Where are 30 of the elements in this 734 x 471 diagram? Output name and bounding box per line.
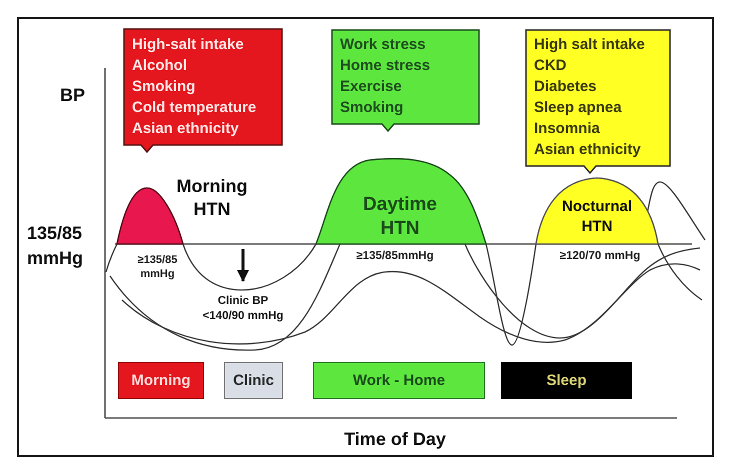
clinic-bp-label: Clinic BP <140/90 mmHg [202, 294, 284, 324]
risk-factor-text: Asian ethnicity [534, 140, 641, 160]
risk-factor-text: Work stress [340, 35, 426, 55]
risk-factor-text: Cold temperature [132, 98, 256, 118]
risk-factor-text: Smoking [340, 98, 404, 118]
time-period-bar: Clinic [224, 362, 283, 399]
threshold-value-label: 135/85 mmHg [27, 222, 84, 270]
axis-title: Time of Day [344, 428, 446, 450]
risk-factor-text: High-salt intake [132, 35, 244, 55]
risk-factor-text: Diabetes [534, 77, 597, 97]
risk-factor-text: Alcohol [132, 56, 187, 76]
arrow [237, 249, 249, 282]
risk-factor-text: Sleep apnea [534, 98, 622, 118]
risk-factor-text: Home stress [340, 56, 430, 76]
threshold-value-label: ≥135/85 mmHg [137, 253, 178, 281]
htn-label: Nocturnal HTN [561, 197, 633, 237]
risk-factor-text: Insomnia [534, 119, 600, 139]
risk-factor-text: High salt intake [534, 35, 645, 55]
risk-factor-text: CKD [534, 56, 566, 76]
htn-label: Morning HTN [176, 175, 248, 221]
time-period-bar: Work - Home [313, 362, 485, 399]
axis-title: BP [60, 84, 86, 106]
threshold-value-label: ≥120/70 mmHg [559, 249, 641, 263]
htn-label: Daytime HTN [362, 193, 438, 241]
threshold-value-label: ≥135/85mmHg [356, 249, 434, 263]
risk-factor-text: Asian ethnicity [132, 119, 239, 139]
time-period-bar: Sleep [501, 362, 632, 399]
risk-factor-text: Smoking [132, 77, 196, 97]
time-period-bar: Morning [118, 362, 204, 399]
risk-factor-text: Exercise [340, 77, 402, 97]
